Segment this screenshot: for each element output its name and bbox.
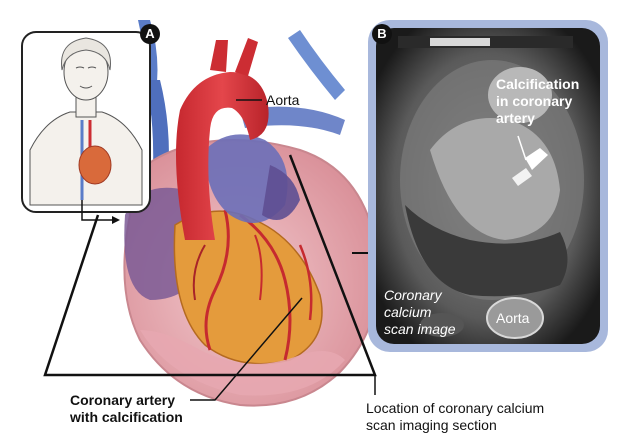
ct-aorta-label: Aorta (496, 310, 529, 327)
ct-scan-image-label-line2: calcium (384, 304, 431, 321)
aorta-label: Aorta (266, 92, 299, 109)
panel-b-badge: B (372, 24, 392, 44)
ct-calcification-label-line3: artery (496, 110, 535, 127)
scan-section-label-line1: Location of coronary calcium (366, 400, 544, 417)
panel-a-badge: A (140, 24, 160, 44)
coronary-artery-label-line2: with calcification (70, 409, 183, 426)
ct-scan-image-label-line1: Coronary (384, 287, 442, 304)
ct-scan-image-label-line3: scan image (384, 321, 456, 338)
ct-calcification-label-line2: in coronary (496, 93, 572, 110)
ct-calcification-label-line1: Calcification (496, 76, 579, 93)
inset-patient (22, 32, 150, 224)
coronary-artery-label-line1: Coronary artery (70, 392, 175, 409)
scan-section-label-line2: scan imaging section (366, 417, 497, 434)
